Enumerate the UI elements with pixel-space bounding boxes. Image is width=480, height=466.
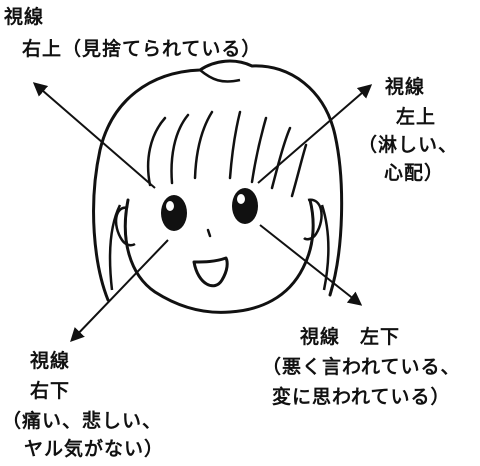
nose <box>206 228 212 238</box>
label-upper-right-title: 視線 <box>4 6 45 28</box>
right-eye <box>232 188 258 224</box>
left-ear <box>114 206 136 247</box>
label-upper-left-desc-2: 心配） <box>384 162 445 184</box>
label-lower-left-title: 視線 左下 <box>300 326 401 348</box>
label-upper-left-title: 視線 <box>385 76 426 98</box>
arrow-lower-right-label <box>70 239 169 343</box>
label-upper-right-desc: 右上（見捨てられている） <box>22 38 262 60</box>
label-lower-right-title: 視線 <box>30 350 71 372</box>
label-upper-left-dir: 左上 <box>396 106 437 128</box>
mouth <box>192 256 229 288</box>
hair-outline <box>92 59 344 302</box>
arrow-upper-left-label <box>257 84 373 184</box>
right-ear <box>303 198 323 241</box>
label-lower-left-desc-2: 変に思われている） <box>272 386 451 408</box>
face-outline <box>123 198 315 314</box>
label-lower-right-desc-2: ヤル気がない） <box>24 438 165 460</box>
bangs <box>146 110 308 198</box>
label-lower-right-dir: 右下 <box>30 380 71 402</box>
left-eye <box>161 195 187 231</box>
arrow-upper-right-label <box>32 82 156 189</box>
label-lower-left-desc-1: （悪く言われている、 <box>262 356 461 378</box>
arrow-lower-left-label <box>259 224 363 306</box>
label-upper-left-desc-1: （淋しい、 <box>358 134 459 156</box>
label-lower-right-desc-1: （痛い、悲しい、 <box>2 410 163 432</box>
